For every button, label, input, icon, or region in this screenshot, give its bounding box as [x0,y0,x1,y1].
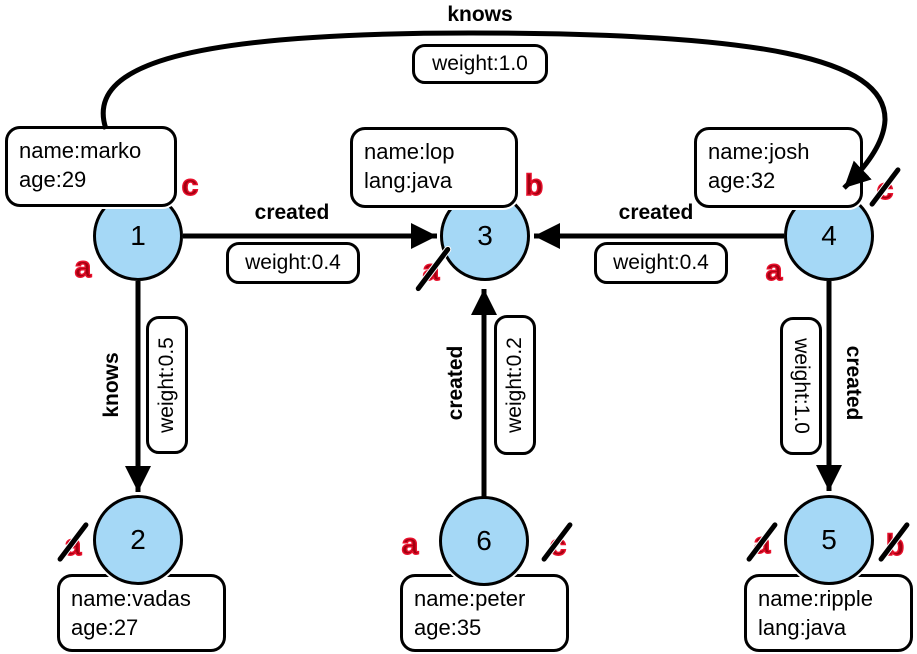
prop-name-josh: name:josh [708,139,810,164]
prop-lang-java-ripple: lang:java [758,615,847,640]
weight-created-1-3: weight:0.4 [245,251,341,274]
prop-name-peter: name:peter [414,586,526,611]
vertex-6-label: 6 [476,525,492,556]
weight-box-created-4-5: weight:1.0 [780,317,822,455]
weight-box-created-1-3: weight:0.4 [226,242,360,284]
edge-label-created-4-3: created [618,201,694,224]
weight-knows-1-2: weight:0.5 [155,337,178,433]
weight-created-6-3: weight:0.2 [503,337,526,433]
prop-age-27: age:27 [71,615,139,640]
weight-box-knows-1-4: weight:1.0 [412,44,548,84]
edge-label-created-1-3: created [254,201,330,224]
props-vertex-6: name:peter age:35 [400,574,569,652]
prop-age-35: age:35 [414,615,482,640]
vertex-4-label: 4 [821,220,837,251]
vertex-3-label: 3 [477,220,493,251]
weight-created-4-3: weight:0.4 [613,251,709,274]
vertex-5: 5 [784,495,874,585]
prop-name-lop: name:lop [364,139,455,164]
vertex-5-label: 5 [821,524,837,555]
weight-knows-1-4: weight:1.0 [432,52,528,75]
props-vertex-5: name:ripple lang:java [744,574,913,652]
step-marker-a-vertex-4: a [765,254,783,287]
props-vertex-2: name:vadas age:27 [57,574,226,652]
step-marker-b-vertex-3: b [524,169,544,202]
vertex-6: 6 [439,496,529,586]
edge-label-knows-1-4: knows [447,3,513,26]
vertex-2-label: 2 [130,524,146,555]
edge-knows-1-4 [100,30,888,190]
prop-name-marko: name:marko [19,138,142,163]
edge-label-created-6-3: created [444,345,467,421]
prop-lang-java-lop: lang:java [364,168,453,193]
props-vertex-4: name:josh age:32 [694,127,863,208]
step-marker-c-vertex-1: c [181,169,199,202]
props-vertex-1: name:marko age:29 [5,126,177,207]
weight-box-knows-1-2: weight:0.5 [146,316,188,454]
edge-label-knows-1-2: knows [100,352,123,418]
step-marker-a-vertex-1: a [74,251,92,284]
prop-name-ripple: name:ripple [758,586,873,611]
vertex-2: 2 [93,495,183,585]
vertex-1-label: 1 [130,220,146,251]
props-vertex-3: name:lop lang:java [350,127,518,208]
prop-name-vadas: name:vadas [71,586,191,611]
prop-age-29: age:29 [19,167,87,192]
weight-box-created-6-3: weight:0.2 [494,315,536,455]
prop-age-32: age:32 [708,168,776,193]
weight-created-4-5: weight:1.0 [790,338,813,434]
edge-label-created-4-5: created [842,345,865,421]
step-marker-a-vertex-6: a [401,528,419,561]
weight-box-created-4-3: weight:0.4 [594,242,728,284]
